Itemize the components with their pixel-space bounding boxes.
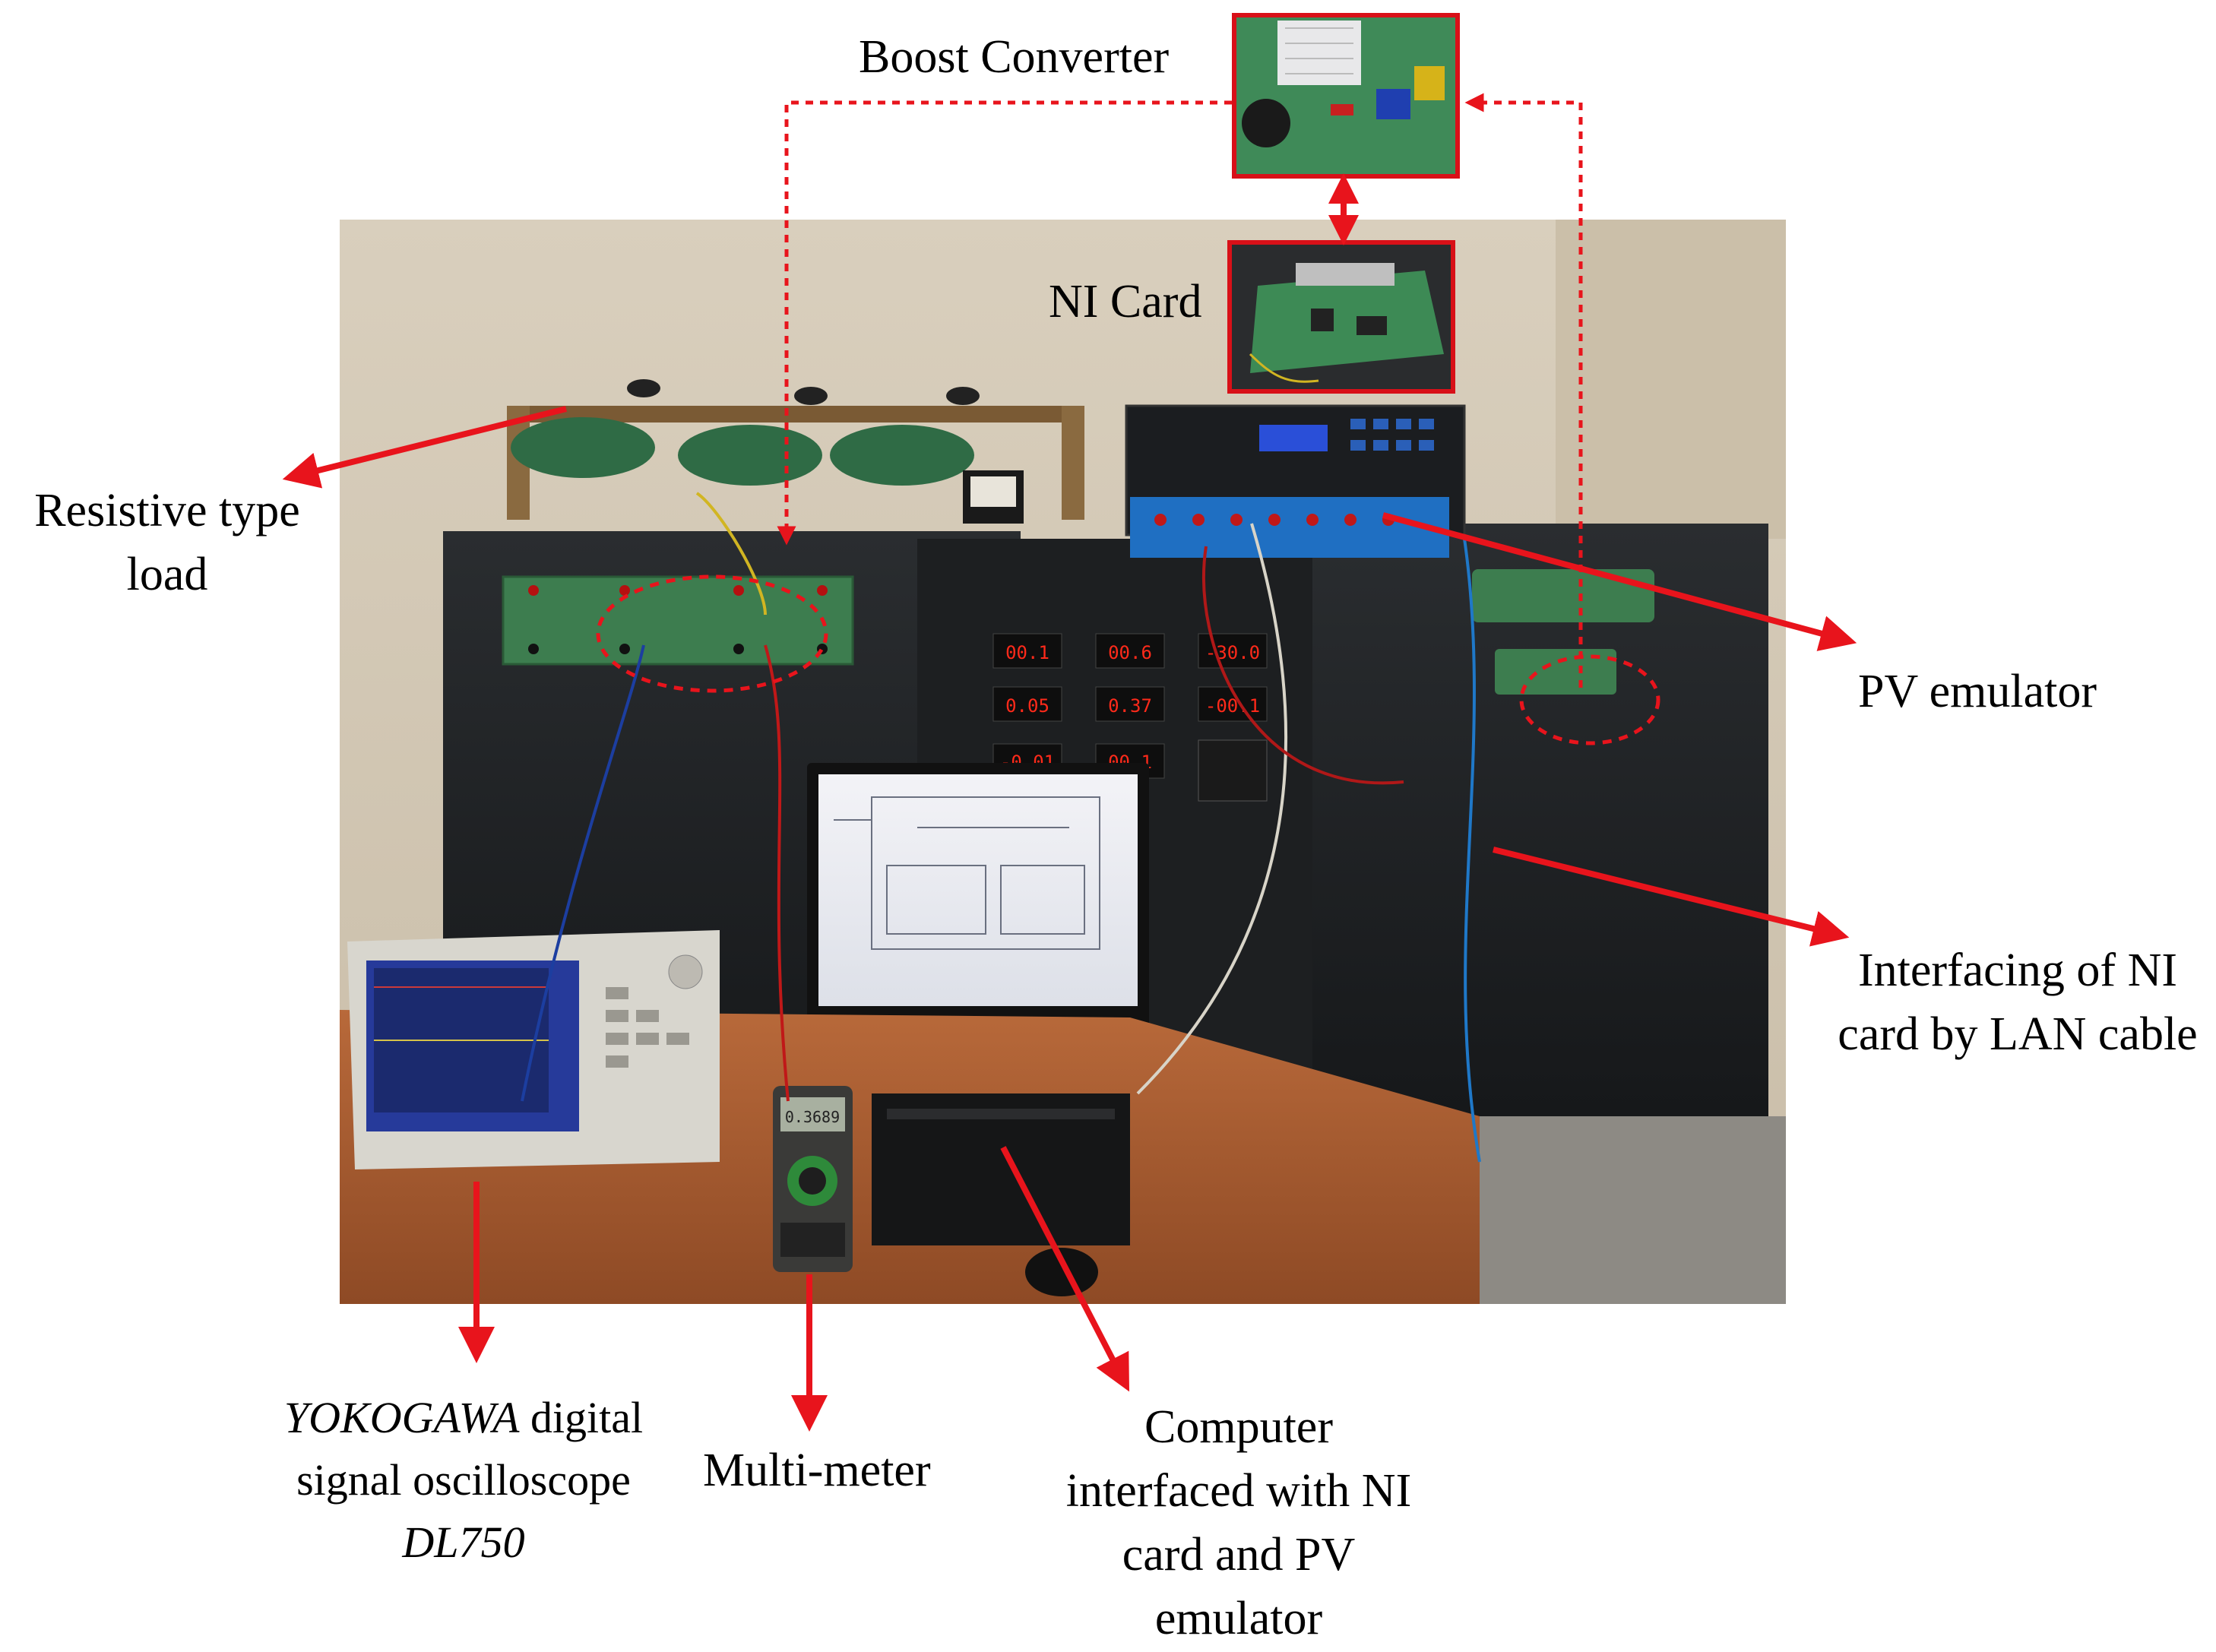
label-lan-interface: Interfacing of NI card by LAN cable [1838,945,2198,1060]
meter-reading: -00.1 [1205,695,1260,717]
meter-reading: 00.1 [1005,642,1049,663]
label-oscilloscope: YOKOGAWA digital signal oscilloscope DL7… [283,1393,644,1567]
ni-card-inset [1227,240,1455,394]
arrow-lan-interface [1493,847,1850,947]
label-multimeter: Multi-meter [703,1445,931,1496]
label-ni-card: NI Card [1049,276,1202,328]
multimeter-reading: 0.3689 [785,1108,840,1126]
label-boost-converter: Boost Converter [859,31,1170,83]
label-resistive-load: Resistive type load [34,485,300,600]
dashed-connector-left [777,100,1232,546]
meter-reading: 0.37 [1108,695,1152,717]
lab-setup-photo: 00.1 00.6 -30.0 0.05 0.37 -00.1 -0.01 00… [340,220,1786,1304]
meter-reading: 0.05 [1005,695,1049,717]
label-pv-emulator: PV emulator [1858,666,2097,717]
arrow-pv-emulator [1382,512,1857,651]
arrow-resistive-load [282,406,567,489]
boost-converter-inset [1232,13,1460,179]
dashed-connector-right [1464,93,1583,688]
arrow-computer [1000,1146,1130,1392]
meter-reading: 00.6 [1108,642,1152,663]
label-computer: Computer interfaced with NI card and PV … [1065,1401,1412,1644]
